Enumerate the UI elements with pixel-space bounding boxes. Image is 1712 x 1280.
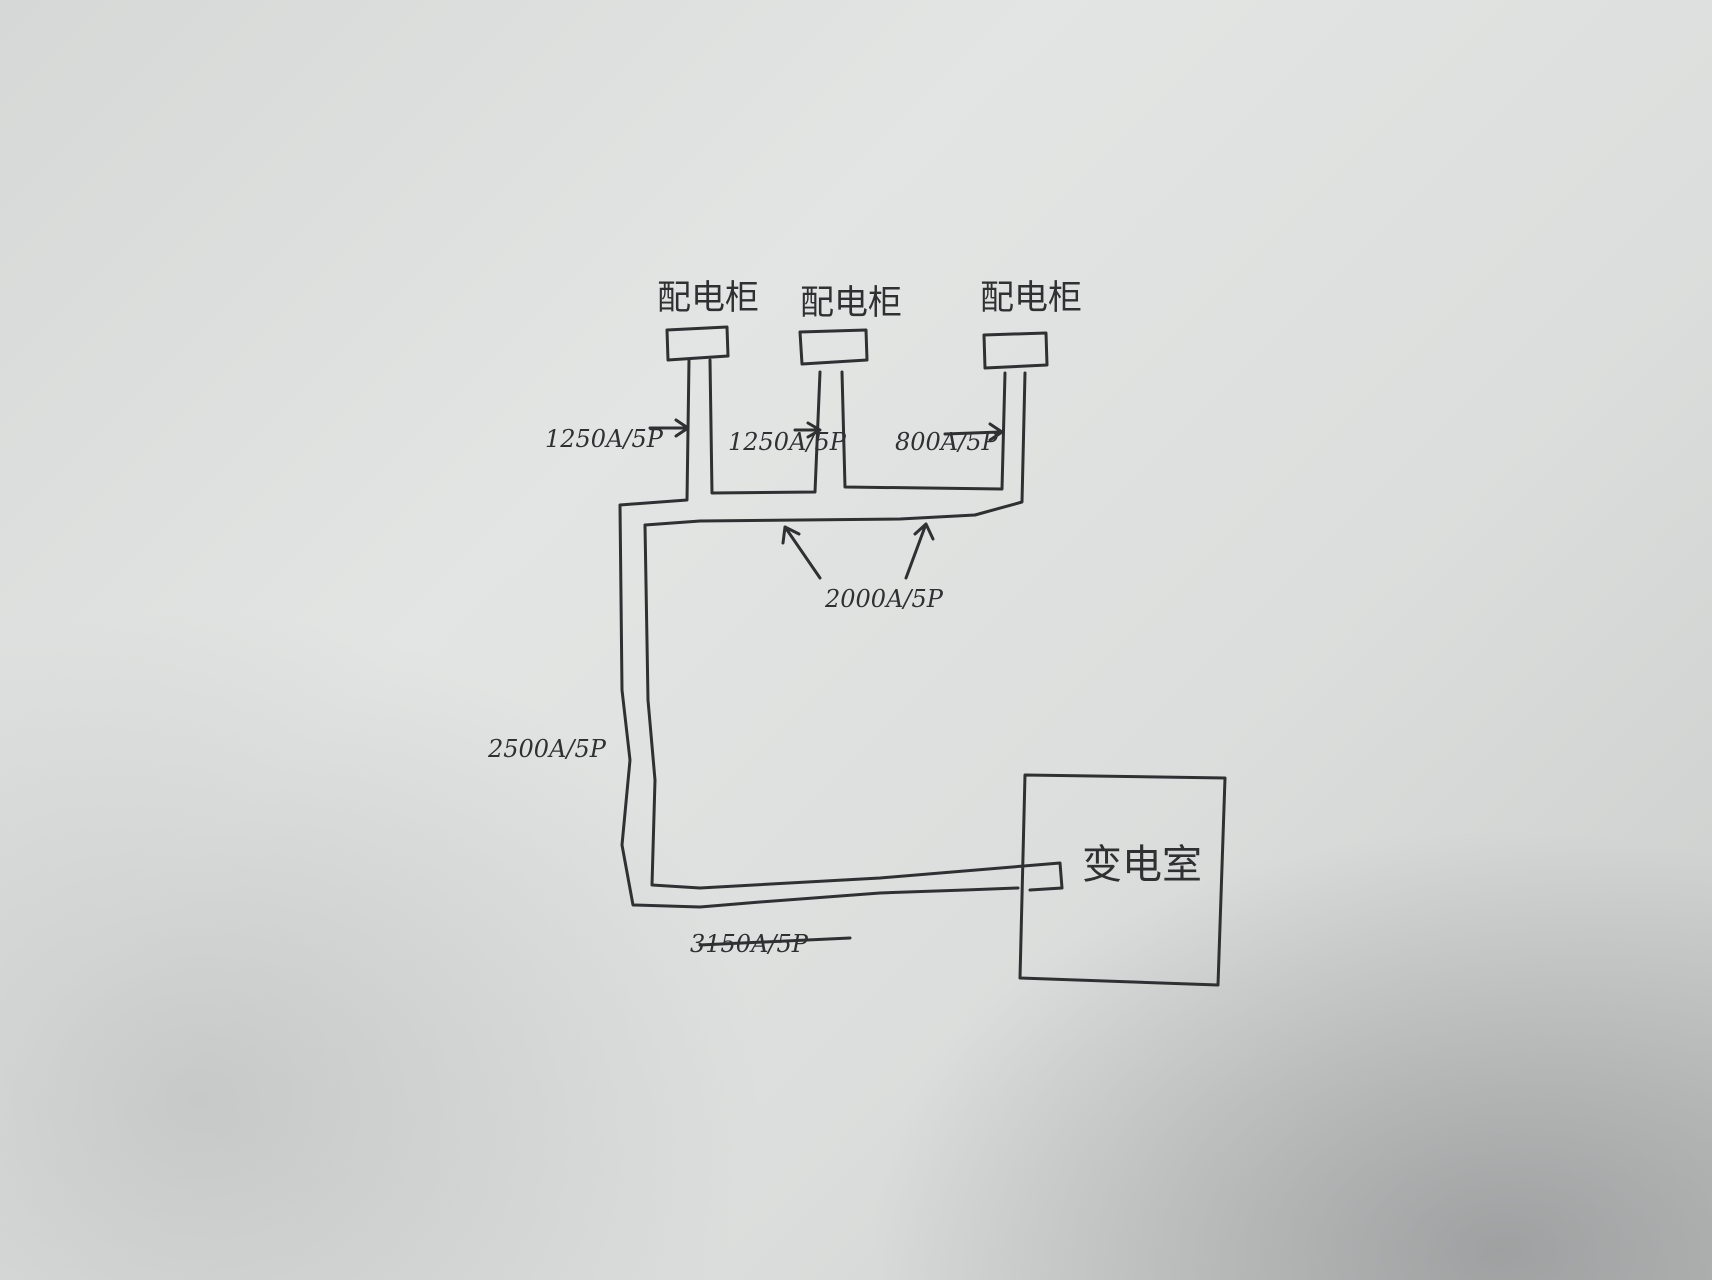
rating-branch-2: 1250A/5P	[728, 428, 846, 456]
rating-branch-3: 800A/5P	[895, 428, 998, 456]
arrow-branch-2	[793, 421, 822, 439]
rating-main: 3150A/5P	[690, 930, 808, 958]
busduct-inner	[708, 358, 822, 495]
cabinet-box-3	[982, 331, 1049, 370]
arrow-branch-3	[943, 422, 1004, 442]
arrow-header-left	[781, 525, 822, 580]
substation-label: 变电室	[1082, 842, 1202, 888]
cabinet-label-1: 配电柜	[657, 278, 759, 318]
busduct-outer	[618, 358, 1020, 909]
arrow-header-right	[904, 522, 935, 580]
main-rating-strike	[698, 936, 852, 947]
rating-riser: 2500A/5P	[488, 735, 606, 763]
cabinet-label-2: 配电柜	[800, 283, 902, 323]
cabinet-box-1	[665, 325, 730, 362]
substation-box	[1018, 773, 1227, 987]
busduct-right-end	[973, 371, 1027, 517]
rating-branch-1: 1250A/5P	[545, 425, 663, 453]
cabinet-label-3: 配电柜	[980, 278, 1082, 318]
rating-header: 2000A/5P	[825, 585, 943, 613]
arrow-branch-1	[648, 418, 690, 438]
busduct-branch-2-3	[840, 370, 1007, 491]
cabinet-box-2	[798, 328, 869, 366]
busduct-header-lower	[643, 513, 1064, 892]
